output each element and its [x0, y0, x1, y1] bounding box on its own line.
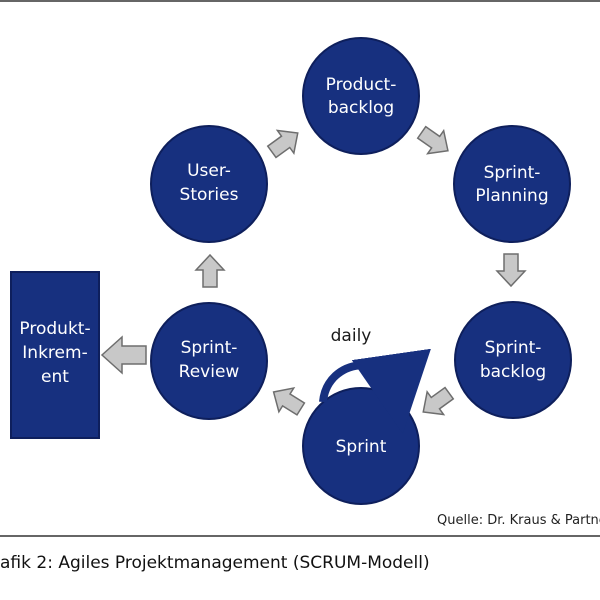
- node-user-stories-line1: User-: [187, 161, 231, 181]
- node-sprint-planning-line2: Planning: [475, 186, 548, 206]
- box-produkt-inkrement: Produkt- Inkrem- ent: [10, 271, 100, 439]
- arrow-sprint-to-sprintreview: [272, 387, 306, 416]
- node-productbacklog-line2: backlog: [328, 98, 394, 118]
- arrow-userstories-to-productbacklog: [266, 129, 299, 159]
- node-sprintbacklog-line2: backlog: [480, 362, 546, 382]
- daily-label: daily: [331, 326, 372, 346]
- arrow-productbacklog-to-sprintplanning: [416, 125, 449, 155]
- arrow-sprintreview-to-userstories: [194, 253, 226, 288]
- node-sprint-review-line2: Review: [179, 362, 240, 382]
- node-sprintbacklog: Sprint- backlog: [454, 301, 572, 419]
- node-sprint-review: Sprint- Review: [150, 302, 268, 420]
- node-sprint-label: Sprint: [336, 437, 387, 457]
- arrow-sprintplanning-to-sprintbacklog: [495, 253, 527, 288]
- node-sprint: Sprint: [302, 387, 420, 505]
- box-produkt-inkrement-line3: ent: [41, 367, 69, 387]
- daily-loop-arrow: [319, 348, 431, 434]
- node-productbacklog: Product- backlog: [302, 37, 420, 155]
- arrow-sprintreview-to-produktinkrement: [100, 335, 147, 375]
- node-user-stories: User- Stories: [150, 125, 268, 243]
- arrow-sprintbacklog-to-sprint: [422, 386, 455, 416]
- figure-caption: afik 2: Agiles Projektmanagement (SCRUM-…: [0, 553, 430, 573]
- node-sprint-planning: Sprint- Planning: [453, 125, 571, 243]
- source-note: Quelle: Dr. Kraus & Partner: [437, 513, 600, 528]
- node-productbacklog-line1: Product-: [326, 75, 397, 95]
- box-produkt-inkrement-line1: Produkt-: [19, 319, 90, 339]
- box-produkt-inkrement-line2: Inkrem-: [22, 343, 87, 363]
- node-sprint-review-line1: Sprint-: [181, 338, 238, 358]
- node-sprint-planning-line1: Sprint-: [484, 163, 541, 183]
- node-user-stories-line2: Stories: [180, 185, 239, 205]
- node-sprintbacklog-line1: Sprint-: [485, 338, 542, 358]
